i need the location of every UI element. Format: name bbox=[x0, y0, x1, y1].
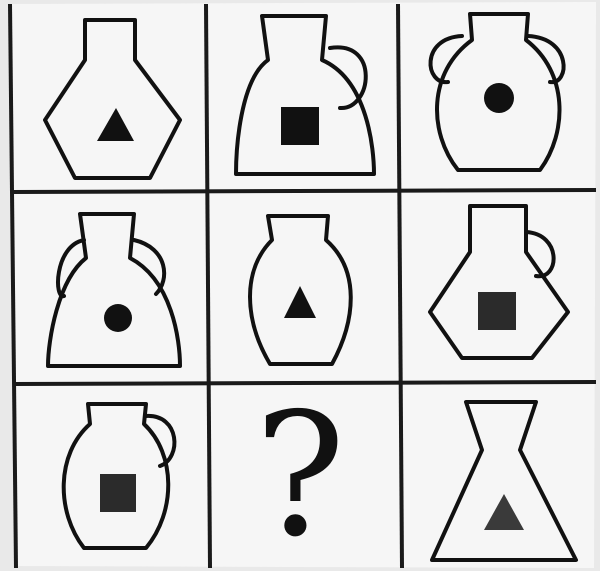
circle-icon bbox=[104, 304, 132, 332]
circle-icon bbox=[484, 83, 514, 113]
cell-r3-c2[interactable]: ? bbox=[254, 377, 345, 571]
square-icon bbox=[281, 107, 319, 145]
grid-line-h1 bbox=[12, 190, 596, 192]
missing-answer-question-mark: ? bbox=[254, 377, 345, 571]
square-icon bbox=[100, 474, 136, 512]
square-icon bbox=[478, 292, 516, 330]
